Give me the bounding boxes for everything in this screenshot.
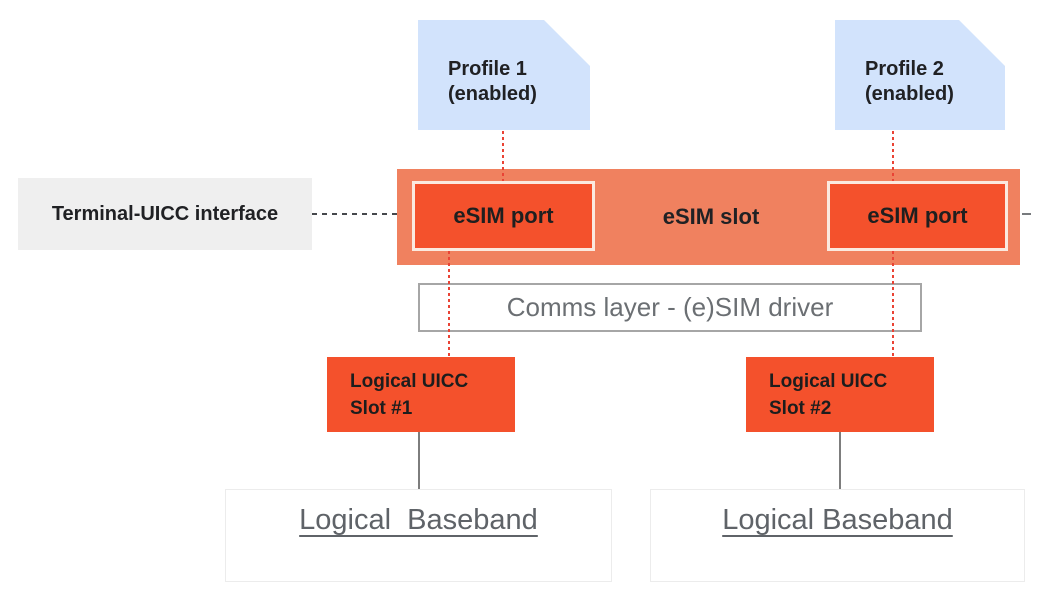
profile-1-card: Profile 1 (enabled)	[418, 20, 590, 130]
logical-baseband-2-label: Logical Baseband	[722, 504, 953, 536]
connector-uicc2-to-baseband2	[839, 432, 841, 489]
logical-baseband-1-label: Logical Baseband	[299, 504, 538, 536]
dotted-connector-profile1-to-port1	[502, 131, 504, 181]
profile-1-name: Profile 1	[448, 58, 527, 80]
dotted-connector-port1-to-uicc1	[448, 251, 450, 357]
esim-port-1: eSIM port	[412, 181, 595, 251]
dashed-connector-terminal-to-slot	[312, 213, 398, 215]
comms-layer-box: Comms layer - (e)SIM driver	[418, 283, 922, 332]
logical-uicc-slot-1-box: Logical UICC Slot #1	[327, 357, 515, 432]
logical-uicc-slot-2-line2: Slot #2	[769, 397, 832, 419]
dashed-connector-slot-right-stub	[1022, 213, 1031, 215]
dotted-connector-profile2-to-port2	[892, 131, 894, 181]
profile-2-name: Profile 2	[865, 58, 944, 80]
logical-baseband-2-box: Logical Baseband	[650, 489, 1025, 582]
profile-1-text: Profile 1 (enabled)	[418, 20, 590, 107]
profile-2-card: Profile 2 (enabled)	[835, 20, 1005, 130]
esim-port-2: eSIM port	[827, 181, 1008, 251]
profile-2-text: Profile 2 (enabled)	[835, 20, 1005, 107]
logical-baseband-1-box: Logical Baseband	[225, 489, 612, 582]
connector-uicc1-to-baseband1	[418, 432, 420, 489]
logical-uicc-slot-1-line2: Slot #1	[350, 397, 413, 419]
terminal-uicc-interface-label: Terminal-UICC interface	[18, 178, 312, 250]
profile-2-state: (enabled)	[865, 83, 954, 105]
logical-uicc-slot-2-line1: Logical UICC	[769, 370, 888, 392]
dotted-connector-port2-to-uicc2	[892, 251, 894, 358]
logical-uicc-slot-2-box: Logical UICC Slot #2	[746, 357, 934, 432]
logical-uicc-slot-1-line1: Logical UICC	[350, 370, 469, 392]
profile-1-state: (enabled)	[448, 83, 537, 105]
esim-slot-label: eSIM slot	[662, 204, 760, 229]
